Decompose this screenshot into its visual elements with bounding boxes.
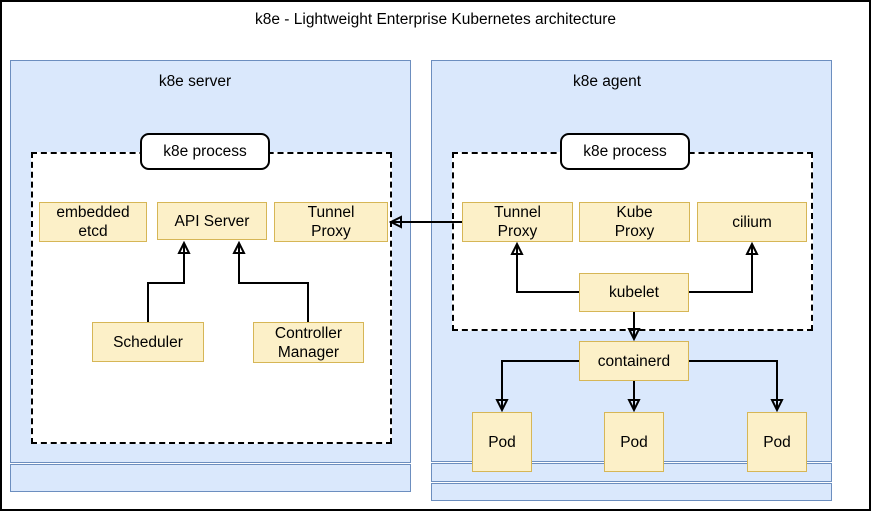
node-cilium: cilium xyxy=(697,202,807,242)
node-kubelet: kubelet xyxy=(579,273,689,312)
node-embedded-etcd: embedded etcd xyxy=(39,202,147,242)
node-containerd: containerd xyxy=(579,341,689,381)
node-pod-1: Pod xyxy=(472,412,532,472)
node-controller-manager: Controller Manager xyxy=(253,322,364,363)
node-api-server: API Server xyxy=(157,202,267,240)
node-pod-2: Pod xyxy=(604,412,664,472)
node-pod-3: Pod xyxy=(747,412,807,472)
server-panel-stack-strip xyxy=(10,464,411,492)
agent-process-label: k8e process xyxy=(560,133,690,170)
node-kube-proxy: Kube Proxy xyxy=(579,202,690,242)
node-server-tunnel-proxy: Tunnel Proxy xyxy=(274,202,388,242)
server-panel-title: k8e server xyxy=(158,73,232,90)
diagram-title: k8e - Lightweight Enterprise Kubernetes … xyxy=(254,11,616,28)
node-scheduler: Scheduler xyxy=(92,322,204,362)
server-process-boundary xyxy=(31,152,392,444)
node-agent-tunnel-proxy: Tunnel Proxy xyxy=(462,202,573,242)
agent-panel-stack-strip-2 xyxy=(431,483,832,501)
agent-panel-title: k8e agent xyxy=(572,73,642,90)
server-process-label: k8e process xyxy=(140,133,270,170)
